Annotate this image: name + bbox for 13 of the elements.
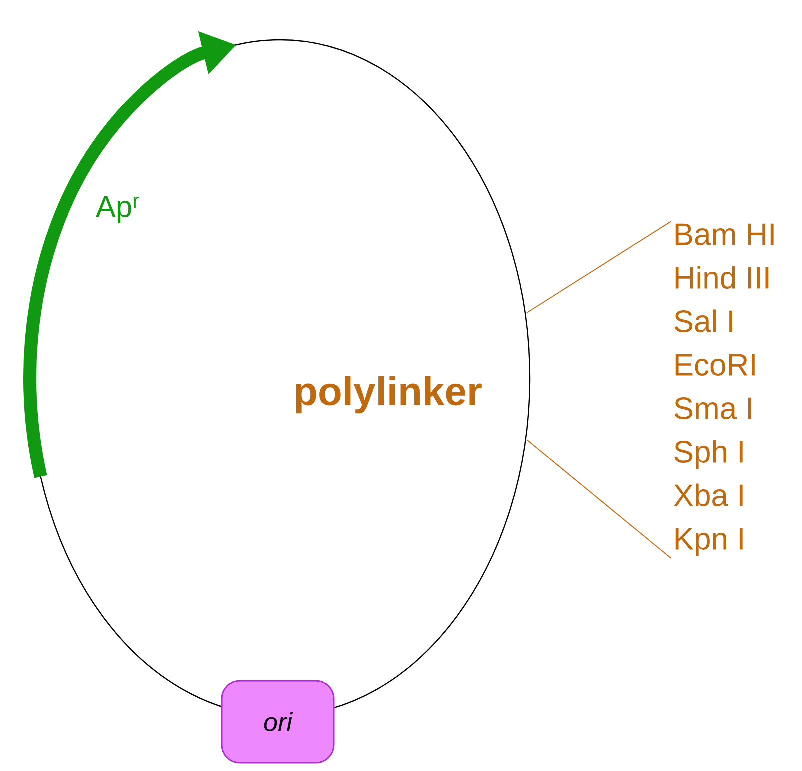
site-label: Bam HI bbox=[676, 224, 774, 246]
site-label: Kpn I bbox=[676, 528, 743, 556]
gene-label: Ap$^{r}$ bbox=[96, 196, 140, 224]
site-label: Sph I bbox=[674, 440, 743, 470]
leader-line bbox=[526, 221, 672, 314]
ori-box: ori bbox=[221, 680, 335, 764]
site-label: Sal I bbox=[674, 310, 732, 332]
region-label: polylinker bbox=[296, 376, 482, 414]
leader-line bbox=[526, 440, 672, 559]
site-label: EcoRI bbox=[676, 354, 755, 376]
site-label: Hind III bbox=[676, 266, 769, 289]
site-label: Xba I bbox=[674, 484, 743, 506]
site-label: Sma I bbox=[674, 398, 752, 420]
